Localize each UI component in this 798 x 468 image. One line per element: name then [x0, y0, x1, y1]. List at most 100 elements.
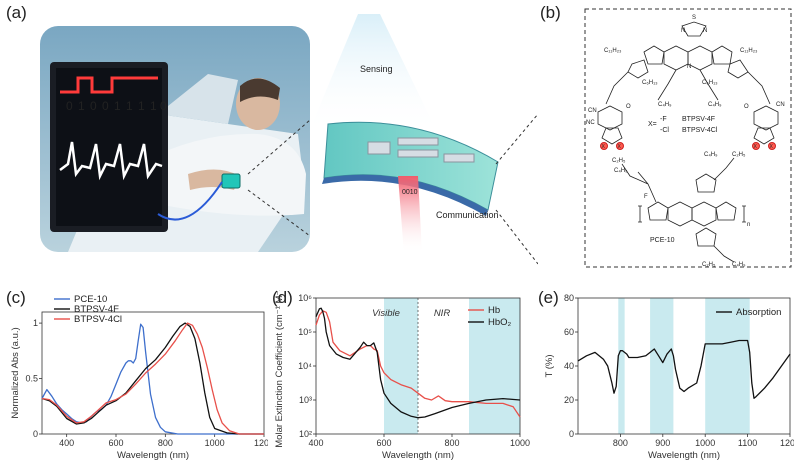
ecg-waveform [59, 141, 163, 181]
y-tick-label: 10⁵ [298, 327, 312, 337]
panel-label-e: (e) [538, 288, 559, 307]
x-axis-label: Wavelength (nm) [382, 450, 454, 461]
zoom-line [495, 113, 538, 165]
y-tick-label: 10⁴ [298, 361, 312, 371]
sensor-cable [157, 181, 223, 221]
x-tick-label: 400 [308, 438, 323, 448]
chip-digits: 0010 [402, 189, 418, 196]
zoom-line [247, 119, 311, 175]
cyano-label: CN [776, 102, 785, 108]
series-line-0 [315, 310, 521, 418]
btpsv-4cl-label: BTPSV-4Cl [682, 127, 718, 134]
y-axis-label: T (%) [544, 354, 555, 377]
monitor-digit: 1 [114, 99, 121, 113]
y-tick-label: 10⁶ [298, 293, 312, 303]
x-tick-label: 400 [59, 438, 74, 448]
legend-label: Absorption [736, 307, 781, 318]
legend-label: BTPSV-4Cl [74, 314, 122, 325]
alkyl-chain-label: C₂H₅ [702, 262, 716, 268]
x-substituent: X [754, 144, 758, 150]
monitor-digit: 0 [90, 99, 97, 113]
x-tick-label: 1100 [738, 438, 757, 448]
series-line-0 [41, 323, 264, 435]
x-substituent: X [602, 144, 606, 150]
alkyl-chain-label: C₄H₉ [704, 152, 718, 158]
monitor-digit: 1 [126, 99, 133, 113]
btpsv-core [605, 21, 771, 105]
x-axis-label: Wavelength (nm) [648, 450, 720, 461]
panel-label-a: (a) [6, 3, 27, 22]
x-axis-label: Wavelength (nm) [117, 450, 189, 461]
carbonyl-label: O [744, 104, 749, 110]
panel-b-structures: S N N N C₁₁H₂₃ C₁₁H₂₃ C₆H₁₃ C₆H₁₃ C₄H₉ C… [584, 8, 792, 268]
x-tick-label: 1000 [205, 438, 225, 448]
zoom-line [495, 209, 538, 265]
y-tick-label: 80 [564, 293, 574, 303]
plot-frame [577, 297, 791, 435]
x-tick-label: 800 [158, 438, 173, 448]
legend-label: HbO₂ [488, 317, 512, 328]
shaded-band [618, 298, 625, 434]
alkyl-chain-label: C₂H₅ [612, 158, 626, 164]
monitor-digit: 0 [102, 99, 109, 113]
panel-label-c: (c) [6, 288, 26, 307]
monitor-digit: 0 [66, 99, 73, 113]
alkyl-chain-label: C₄H₉ [708, 102, 722, 108]
alkyl-chain-label: C₂H₅ [732, 152, 746, 158]
alkyl-chain-label: C₄H₉ [614, 168, 628, 174]
y-axis-label: Molar Extinction Coefficient (cm⁻¹ M⁻¹) [274, 290, 285, 448]
series-line-1 [315, 307, 521, 419]
legend-label: Hb [488, 305, 500, 316]
x-fluoro: -F [660, 116, 667, 123]
pce10-structure [621, 157, 746, 263]
series-line-1 [41, 322, 264, 435]
x-tick-label: 1000 [695, 438, 715, 448]
x-definition: X= [648, 121, 657, 128]
electrode-pattern [367, 137, 475, 163]
shaded-band [705, 298, 750, 434]
structure-frame [584, 8, 792, 268]
y-tick-label: 10² [299, 429, 312, 439]
pce10-label: PCE-10 [650, 237, 675, 244]
y-tick-label: 40 [564, 361, 574, 371]
monitor-digit: 1 [138, 99, 145, 113]
repeat-unit-n: n [747, 222, 750, 228]
region-label-nir: NIR [434, 308, 451, 319]
legend-label: BTPSV-4F [74, 304, 119, 315]
shaded-band [650, 298, 674, 434]
s-atom: S [692, 15, 696, 21]
y-axis-label: Normalized Abs (a.u.) [10, 327, 21, 418]
alkyl-chain-label: C₄H₉ [658, 102, 672, 108]
monitor-digit: 0 [160, 99, 167, 113]
end-group-right [753, 105, 779, 145]
monitor-digit: 1 [78, 99, 85, 113]
cyano-label: NC [586, 120, 595, 126]
monitor-icon: 0 1 0 0 1 1 1 1 0 [50, 62, 168, 232]
alkyl-chain-label: C₆H₁₃ [702, 80, 718, 86]
alkyl-chain-label: C₄H₉ [732, 262, 746, 268]
y-tick-label: 60 [564, 327, 574, 337]
series-line-0 [577, 339, 791, 399]
region-label-visible: Visible [372, 308, 400, 319]
end-group-left [597, 105, 623, 145]
carbonyl-label: O [626, 104, 631, 110]
alkyl-chain-label: C₁₁H₂₃ [740, 48, 758, 54]
x-tick-label: 1000 [510, 438, 530, 448]
y-tick-label: 0 [569, 429, 574, 439]
monitor-digit: 1 [150, 99, 157, 113]
chart-e: 800900100011001200020406080 Absorption W… [544, 293, 794, 461]
wrist-sensor-icon [221, 173, 241, 189]
chart-c: 4006008001000120000.51 PCE-10BTPSV-4FBTP… [10, 294, 268, 461]
communication-beam [398, 176, 422, 254]
fluoro-atom: F [644, 194, 648, 200]
n-atom: N [703, 28, 707, 34]
btpsv-4f-label: BTPSV-4F [682, 116, 715, 123]
light-beam [308, 14, 438, 134]
y-tick-label: 20 [564, 395, 574, 405]
y-tick-label: 0.5 [25, 374, 38, 384]
x-substituent: X [618, 144, 622, 150]
x-tick-label: 600 [376, 438, 391, 448]
